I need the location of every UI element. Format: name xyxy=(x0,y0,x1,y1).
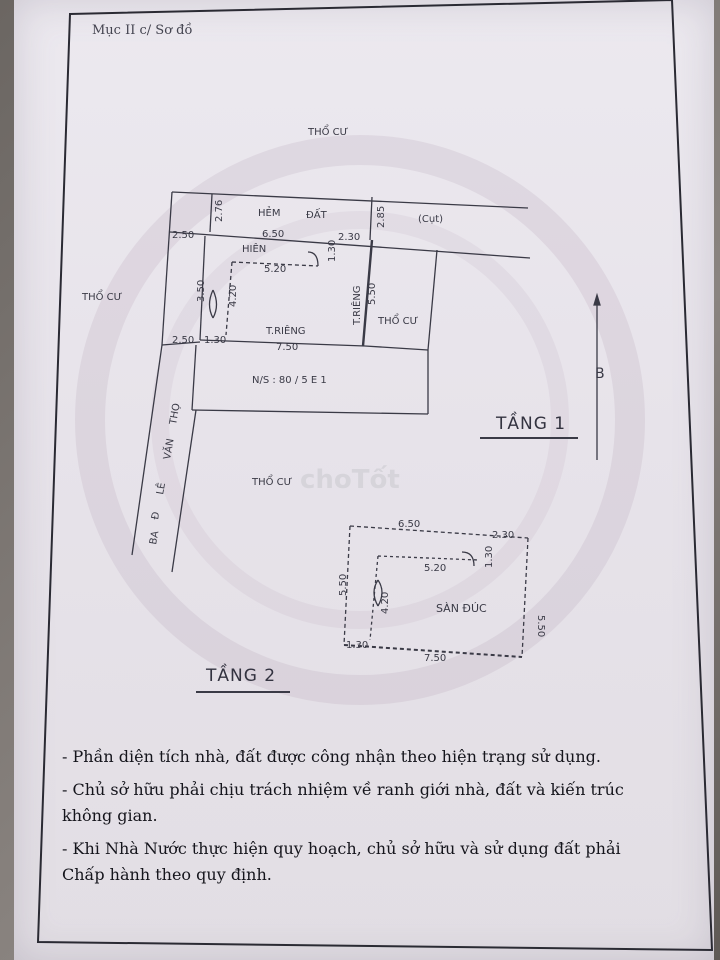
f2-room-label: SÀN ĐÚC xyxy=(436,602,487,615)
street-part-1: Đ xyxy=(150,511,162,521)
dim-bottom-left: 1.30 xyxy=(204,335,226,346)
f2-dim-bottom-width: 7.50 xyxy=(424,653,446,664)
private-wall-right: T.RIÊNG xyxy=(350,285,363,326)
f2-dim-right-height: 5.50 xyxy=(535,615,546,637)
inner-dashed xyxy=(225,261,319,336)
note-1: - Phần diện tích nhà, đất được công nhận… xyxy=(62,747,601,766)
street-line-1 xyxy=(131,344,163,556)
floor1-title: TẦNG 1 xyxy=(496,414,567,434)
f2-dim-bottom-left: 1.30 xyxy=(346,640,368,651)
floor2-title: TẦNG 2 xyxy=(206,666,277,686)
north-mark: B xyxy=(595,366,605,382)
dim-top-extra: 2.30 xyxy=(338,232,360,243)
floor2-drawing xyxy=(196,525,529,693)
alley-dat: ĐẤT xyxy=(306,207,328,221)
f2-dim-left-height: 5.50 xyxy=(338,574,349,596)
house-right-wall xyxy=(361,239,374,347)
left-bottom-tick xyxy=(161,341,201,346)
dim-left-height: 3.50 xyxy=(196,280,207,302)
right-neighbor-label: THỔ CƯ xyxy=(377,312,418,327)
f2-dim-inner-offset: 1.30 xyxy=(484,546,495,568)
alley-bottom-line xyxy=(169,231,531,259)
dim-right-height: 5.50 xyxy=(367,283,378,305)
north-arrow-head xyxy=(593,292,601,306)
lower-lot-left xyxy=(191,344,197,411)
private-wall-bottom: T.RIÊNG xyxy=(265,324,306,337)
lot-right-edge xyxy=(427,249,438,351)
dim-left-offset-bottom: 2.50 xyxy=(172,335,194,346)
note-2: - Chủ sở hữu phải chịu trách nhiệm về ra… xyxy=(62,780,624,825)
street-part-4: THỌ xyxy=(168,402,183,426)
dim-alley-depth-right: 2.85 xyxy=(376,206,387,228)
dim-top-main: 6.50 xyxy=(262,229,284,240)
f2-dim-top-width: 6.50 xyxy=(398,519,420,530)
dim-alley-depth-left: 2.76 xyxy=(214,200,225,222)
dim-bottom-width: 7.50 xyxy=(276,342,298,353)
alley-hem: HẺM xyxy=(258,205,280,219)
street-part-2: LÊ xyxy=(153,482,168,496)
door-arc-1 xyxy=(208,289,218,319)
dim-door-width: 4.20 xyxy=(228,285,239,307)
section-label: Mục II c/ Sơ đồ xyxy=(92,23,193,38)
house-left-wall xyxy=(199,235,206,341)
dim-inner-width: 5.20 xyxy=(264,264,286,275)
dim-left-offset-top: 2.50 xyxy=(172,230,194,241)
house-bottom-wall xyxy=(199,339,366,347)
left-boundary xyxy=(161,191,173,346)
left-neighbor-label: THỔ CƯ xyxy=(81,288,122,303)
alley-left-tick xyxy=(209,193,213,233)
street-prefix: BA xyxy=(148,530,161,546)
alley-top-line xyxy=(171,191,529,209)
hien-label: HIÊN xyxy=(242,242,266,255)
dim-inner-offset: 1.30 xyxy=(327,240,338,262)
lot-bottom-right xyxy=(364,345,429,351)
notes-block: - Phần diện tích nhà, đất được công nhận… xyxy=(62,744,632,895)
street-part-3: VĂN xyxy=(160,437,176,460)
f2-dim-door-width: 4.20 xyxy=(380,592,391,614)
street-line-2 xyxy=(171,409,197,573)
top-neighbor-label: THỔ CƯ xyxy=(307,123,348,138)
bottom-neighbor-label: THỔ CƯ xyxy=(251,473,292,488)
watermark: choTốt xyxy=(300,465,400,495)
door-arc-2 xyxy=(307,251,319,267)
f2-dim-top-extra: 2.30 xyxy=(492,530,514,541)
alley-dead-end: (Cụt) xyxy=(418,214,443,225)
lower-lot-bottom xyxy=(191,409,429,415)
alley-right-tick xyxy=(369,196,373,241)
f2-dim-inner-width: 5.20 xyxy=(424,563,446,574)
note-3: - Khi Nhà Nước thực hiện quy hoạch, chủ … xyxy=(62,839,621,884)
house-number: N/S : 80 / 5 E 1 xyxy=(252,375,327,386)
